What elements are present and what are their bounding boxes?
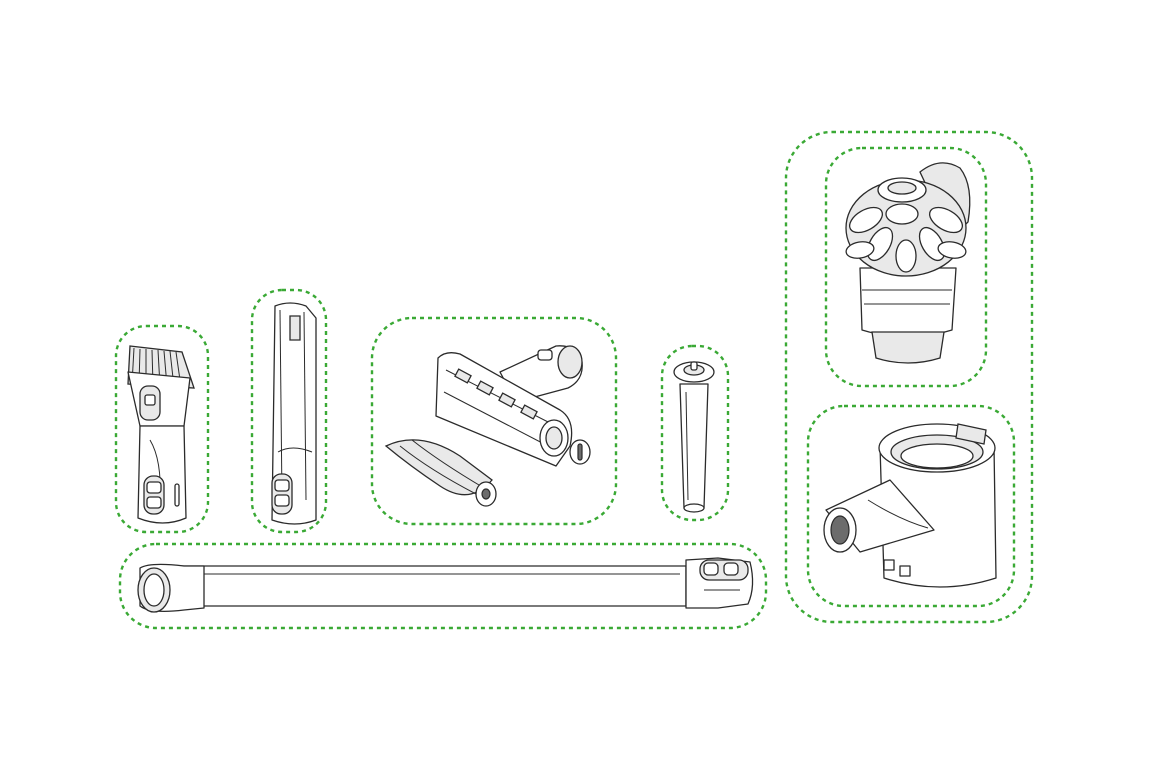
main-body-outline [784,130,1034,624]
crevice-tool-icon [271,302,317,525]
cyclone-icon [845,162,971,364]
motorhead-icon [384,345,591,507]
crevice-tool-outline [250,288,328,534]
combination-tool-group[interactable] [114,324,210,534]
wand-group[interactable] [118,542,768,630]
clear-bin-group[interactable] [806,404,1016,608]
combination-tool-icon [127,345,195,524]
bin-icon [823,423,997,588]
combination-tool-outline [114,324,210,534]
filter-group[interactable] [660,344,730,522]
clear-bin-outline [806,404,1016,608]
cyclone-group[interactable] [824,146,988,388]
filter-icon [673,361,715,513]
filter-outline [660,344,730,522]
wand-outline [118,542,768,630]
main-body-group[interactable] [784,130,1034,624]
wand-icon [137,557,754,613]
motorhead-outline [370,316,618,526]
cyclone-outline [824,146,988,388]
crevice-tool-group[interactable] [250,288,328,534]
motorhead-group[interactable] [370,316,618,526]
